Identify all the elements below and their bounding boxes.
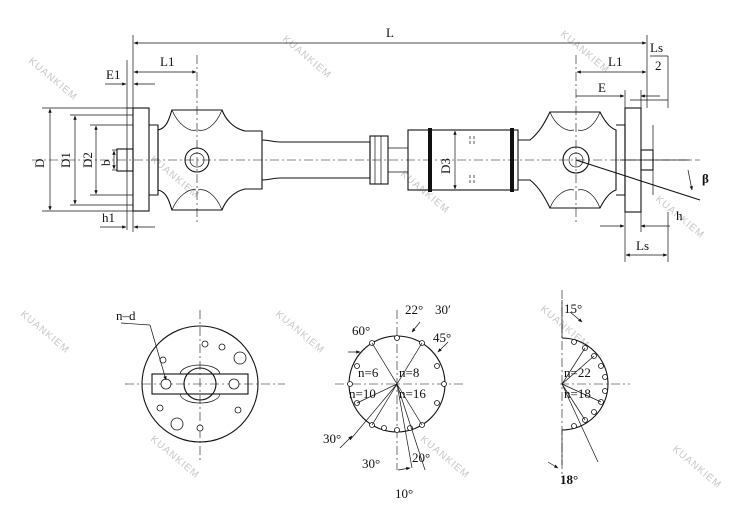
- watermark-7: KUANKIEM: [18, 309, 71, 356]
- dim-beta: β: [702, 171, 709, 186]
- dim-D1: D1: [58, 152, 73, 168]
- angle-30deg-b: 30°: [362, 456, 380, 471]
- watermark-12: KUANKIEM: [670, 444, 723, 491]
- watermark-3: KUANKIEM: [558, 29, 611, 76]
- label-n22: n=22: [564, 365, 591, 380]
- dim-h1: h1: [102, 210, 115, 225]
- right-yoke: [518, 111, 617, 209]
- left-yoke: [157, 109, 263, 211]
- watermark-8: KUANKIEM: [273, 309, 326, 356]
- dim-E1: E1: [106, 67, 120, 82]
- center-tube: [407, 129, 519, 191]
- angle-15deg: 15°: [564, 301, 582, 316]
- dim-Ls-over-2-den: 2: [655, 58, 662, 73]
- dim-b: b: [98, 160, 113, 167]
- label-n8: n=8: [399, 365, 419, 380]
- watermark-4: KUANKIEM: [148, 154, 201, 201]
- label-n6: n=6: [358, 365, 379, 380]
- dim-Ls: Ls: [636, 238, 649, 253]
- dim-L1-right: L1: [608, 54, 622, 69]
- flange-end-view: n–d: [116, 308, 285, 460]
- dim-D3: D3: [438, 158, 453, 174]
- bolt-pattern-view-2: 15° 18° n=22 n=18: [547, 290, 630, 487]
- dim-h: h: [676, 208, 683, 223]
- angle-30deg-a: 30°: [323, 431, 341, 446]
- angle-22deg: 22°: [405, 302, 423, 317]
- angle-10deg: 10°: [395, 486, 413, 501]
- flange-label-n-d: n–d: [116, 308, 136, 323]
- watermark-5: KUANKIEM: [398, 169, 451, 216]
- angle-20deg: 20°: [412, 450, 430, 465]
- watermark-1: KUANKIEM: [26, 56, 79, 103]
- label-n16: n=16: [399, 386, 426, 401]
- angle-60deg: 60°: [352, 323, 370, 338]
- dim-D2: D2: [80, 152, 95, 168]
- watermark-10: KUANKIEM: [148, 434, 201, 481]
- watermarks: KUANKIEM KUANKIEM KUANKIEM KUANKIEM KUAN…: [18, 29, 723, 491]
- dim-Ls-over-2-num: Ls: [650, 40, 663, 55]
- label-n18: n=18: [564, 386, 591, 401]
- bolt-pattern-view-1: 22° 30′ 60° 45° 30° 30° 20° 10° n=6 n=8 …: [323, 302, 465, 501]
- angle-30min: 30′: [435, 302, 451, 317]
- label-n10: n=10: [349, 386, 376, 401]
- left-flange: [132, 107, 150, 212]
- shaft-side-view: L L1 E1 L1 Ls 2 E D D1: [32, 25, 709, 262]
- angle-45deg: 45°: [433, 330, 451, 345]
- dim-L1-left: L1: [160, 54, 174, 69]
- dim-E: E: [598, 80, 606, 95]
- dim-D: D: [32, 159, 47, 168]
- dim-L: L: [386, 25, 394, 40]
- watermark-2: KUANKIEM: [280, 34, 333, 81]
- angle-18deg: 18°: [560, 472, 578, 487]
